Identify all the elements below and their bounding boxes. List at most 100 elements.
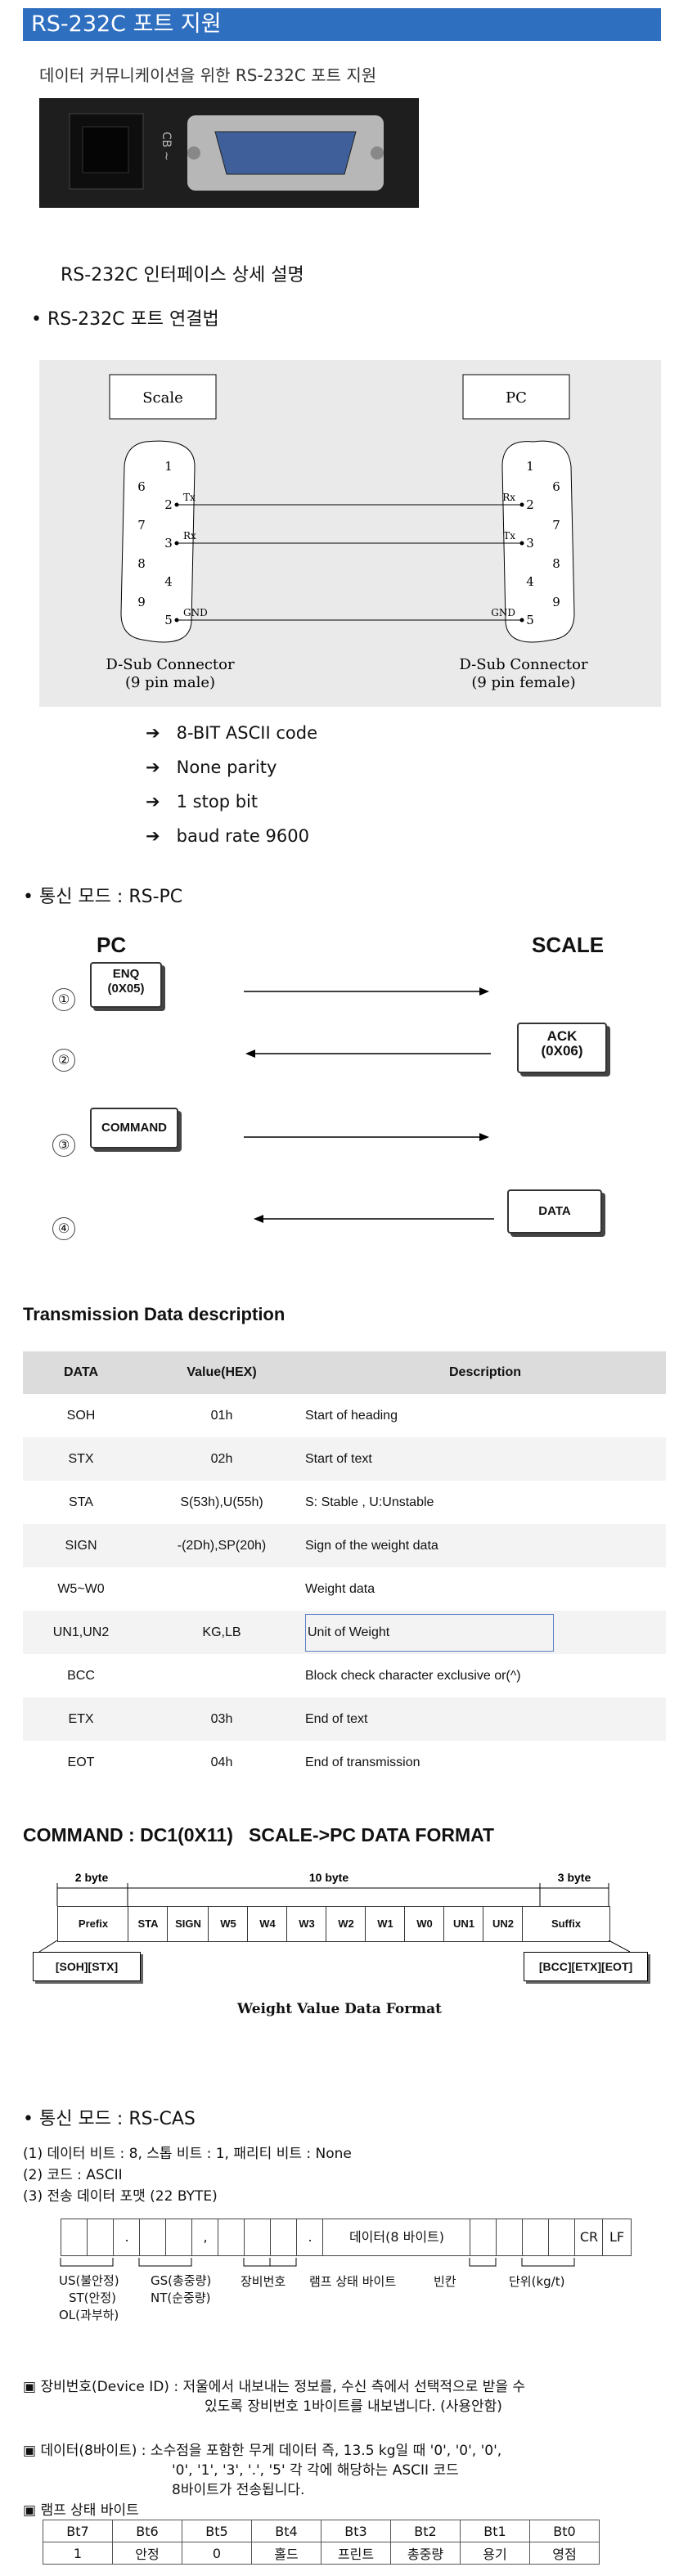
mode-pc-heading-row: • 통신 모드 : RS-PC bbox=[23, 887, 183, 907]
svg-text:3: 3 bbox=[526, 536, 534, 551]
device-id-note: ▣ 장비번호(Device ID) : 저울에서 내보내는 정보를, 수신 측에… bbox=[23, 2379, 526, 2415]
svg-text:D-Sub Connector: D-Sub Connector bbox=[459, 656, 588, 673]
field-w0: W0 bbox=[404, 1906, 445, 1942]
mode-cas-heading: 통신 모드 : RS-CAS bbox=[38, 2109, 196, 2129]
cas-setting-line: (2) 코드 : ASCII bbox=[23, 2167, 123, 2183]
cas-cell bbox=[522, 2219, 550, 2256]
svg-text:GND: GND bbox=[491, 607, 515, 618]
svg-text:4: 4 bbox=[164, 574, 173, 589]
pc-box-label: PC bbox=[506, 389, 527, 407]
cas-cell: . bbox=[113, 2219, 141, 2256]
cas-cell bbox=[470, 2219, 497, 2256]
spec-list: ➔ 8-BIT ASCII code ➔ None parity ➔ 1 sto… bbox=[146, 723, 317, 861]
mode-cas-heading-row: • 통신 모드 : RS-CAS bbox=[23, 2109, 196, 2129]
cas-setting-line: (1) 데이터 비트 : 8, 스톱 비트 : 1, 패리티 비트 : None bbox=[23, 2146, 352, 2162]
svg-text:4: 4 bbox=[526, 574, 534, 589]
data-bytes-note: ▣ 데이터(8바이트) : 소수점을 포함한 무게 데이터 즉, 13.5 kg… bbox=[23, 2443, 502, 2498]
svg-text:Tx: Tx bbox=[183, 492, 196, 503]
cas-settings: (1) 데이터 비트 : 8, 스톱 비트 : 1, 패리티 비트 : None… bbox=[23, 2143, 352, 2207]
cas-setting-line: (3) 전송 데이터 포맷 (22 BYTE) bbox=[23, 2188, 218, 2205]
cas-cell-lf: LF bbox=[602, 2219, 632, 2256]
svg-text:6: 6 bbox=[137, 479, 146, 494]
cas-cell bbox=[496, 2219, 524, 2256]
ack-key: ACK(0X06) bbox=[517, 1023, 607, 1073]
col-header: DATA bbox=[23, 1351, 139, 1394]
spec-item: ➔ None parity bbox=[146, 758, 277, 777]
field-w3: W3 bbox=[286, 1906, 327, 1942]
suffix-expansion: [BCC][ETX][EOT] bbox=[524, 1952, 648, 1981]
cas-data-field: 데이터(8 바이트) bbox=[322, 2219, 471, 2256]
command-title: COMMAND : DC1(0X11) SCALE->PC DATA FORMA… bbox=[23, 1824, 495, 1845]
cas-cell bbox=[244, 2219, 272, 2256]
enq-key: ENQ(0X05) bbox=[90, 962, 162, 1008]
svg-text:D-Sub Connector: D-Sub Connector bbox=[106, 656, 235, 673]
svg-text:3 byte: 3 byte bbox=[558, 1871, 591, 1884]
cas-cell bbox=[139, 2219, 167, 2256]
col-header: Description bbox=[304, 1351, 666, 1394]
svg-text:9: 9 bbox=[552, 595, 560, 609]
data-key: DATA bbox=[507, 1189, 602, 1234]
cas-label-stability: US(불안정) ST(안정) OL(과부하) bbox=[59, 2273, 119, 2322]
svg-text:3: 3 bbox=[164, 536, 173, 551]
svg-text:10 byte: 10 byte bbox=[309, 1871, 348, 1884]
field-un2: UN2 bbox=[483, 1906, 524, 1942]
cas-cell bbox=[61, 2219, 88, 2256]
svg-text:2: 2 bbox=[164, 497, 173, 512]
field-un1: UN1 bbox=[443, 1906, 484, 1942]
svg-text:2 byte: 2 byte bbox=[75, 1871, 109, 1884]
step-2-marker: ② bbox=[52, 1049, 75, 1072]
spec-item: ➔ 1 stop bit bbox=[146, 792, 259, 811]
svg-text:6: 6 bbox=[552, 479, 560, 494]
svg-text:1: 1 bbox=[164, 459, 173, 474]
field-suffix: Suffix bbox=[522, 1906, 610, 1942]
cas-label-lamp: 램프 상태 바이트 bbox=[309, 2274, 397, 2289]
sequence-arrows bbox=[244, 987, 494, 1223]
db9-wiring-diagram: Scale PC 1 2 3 4 5 6 7 8 9 1 2 3 4 5 6 7… bbox=[39, 360, 661, 707]
tdd-title: Transmission Data description bbox=[23, 1304, 286, 1324]
field-w5: W5 bbox=[208, 1906, 249, 1942]
svg-text:7: 7 bbox=[552, 518, 560, 533]
command-key: COMMAND bbox=[90, 1108, 178, 1149]
svg-text:Tx: Tx bbox=[503, 530, 515, 542]
connect-heading-row: • RS-232C 포트 연결법 bbox=[31, 309, 219, 330]
step-3-marker: ③ bbox=[52, 1134, 75, 1157]
svg-text:5: 5 bbox=[164, 613, 173, 627]
svg-text:2: 2 bbox=[526, 497, 534, 512]
table-row: SIGN-(2Dh),SP(20h)Sign of the weight dat… bbox=[23, 1524, 666, 1567]
svg-text:5: 5 bbox=[526, 613, 534, 627]
cas-cell bbox=[548, 2219, 576, 2256]
svg-text:(9 pin female): (9 pin female) bbox=[471, 674, 575, 691]
cas-cell bbox=[87, 2219, 115, 2256]
field-w2: W2 bbox=[326, 1906, 366, 1942]
svg-text:CB ~: CB ~ bbox=[160, 132, 173, 161]
mode-pc-heading: 통신 모드 : RS-PC bbox=[38, 887, 183, 907]
spec-item: ➔ baud rate 9600 bbox=[146, 826, 309, 846]
cas-label-unit: 단위(kg/t) bbox=[509, 2274, 565, 2289]
format-caption: Weight Value Data Format bbox=[236, 2001, 443, 2017]
col-header: Value(HEX) bbox=[139, 1351, 304, 1394]
field-sign: SIGN bbox=[167, 1906, 209, 1942]
lamp-title-row: ▣ 램프 상태 바이트 bbox=[23, 2502, 139, 2519]
scale-label: SCALE bbox=[532, 933, 605, 957]
svg-text:(9 pin male): (9 pin male) bbox=[125, 674, 215, 691]
prefix-expansion: [SOH][STX] bbox=[33, 1952, 141, 1981]
cas-cell bbox=[270, 2219, 298, 2256]
svg-text:Rx: Rx bbox=[502, 492, 515, 503]
connect-heading: RS-232C 포트 연결법 bbox=[47, 309, 219, 330]
svg-text:Rx: Rx bbox=[183, 530, 196, 542]
field-w4: W4 bbox=[247, 1906, 288, 1942]
section-title-bar: RS-232C 포트 지원 bbox=[23, 8, 661, 41]
spec-item: ➔ 8-BIT ASCII code bbox=[146, 723, 317, 743]
svg-text:1: 1 bbox=[526, 459, 534, 474]
svg-text:8: 8 bbox=[552, 556, 560, 571]
step-4-marker: ④ bbox=[52, 1217, 75, 1240]
